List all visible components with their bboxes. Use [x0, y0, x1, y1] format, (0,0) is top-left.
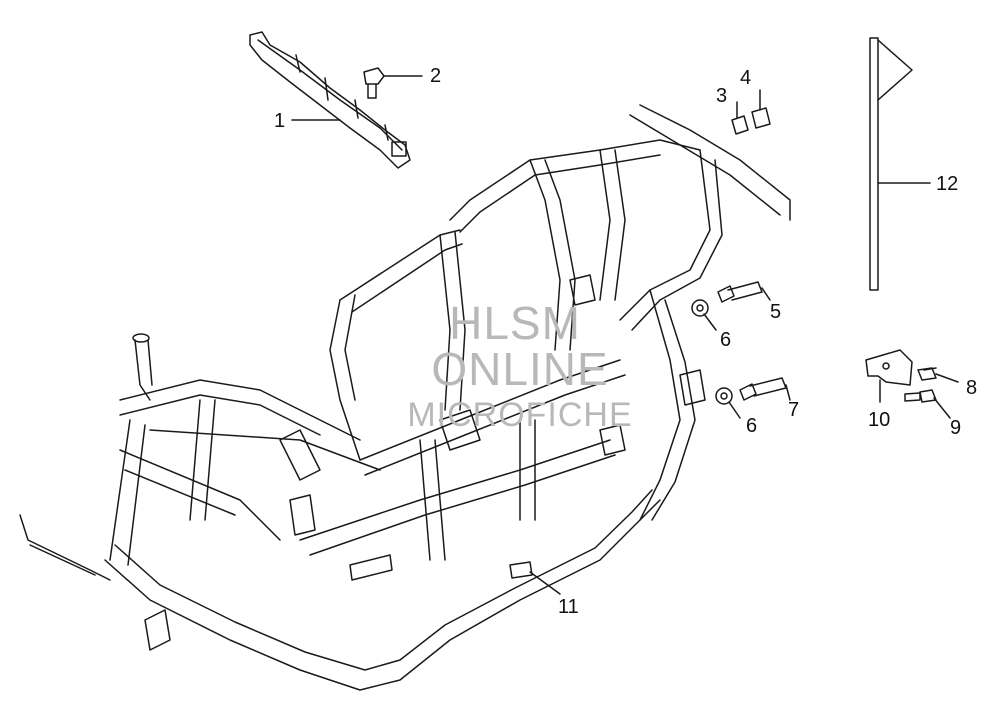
- part-5-bolt: [717, 281, 763, 303]
- part-3-bushing: [731, 115, 749, 135]
- callout-1: 1: [274, 110, 286, 132]
- part-11-main-frame: [19, 104, 791, 691]
- watermark-line-3: MICROFICHE: [407, 396, 633, 434]
- callout-3: 3: [716, 85, 728, 107]
- callout-11: 11: [558, 596, 579, 618]
- callout-8: 8: [966, 377, 978, 399]
- watermark-line-1: HLSM: [449, 297, 581, 349]
- part-7-bolt: [739, 377, 787, 401]
- part-4-bushing: [751, 107, 771, 129]
- callout-12: 12: [936, 173, 959, 195]
- watermark-line-2: ONLINE: [431, 343, 609, 395]
- part-6-nut-a: [691, 299, 709, 317]
- callout-2: 2: [430, 65, 442, 87]
- callout-7: 7: [788, 399, 800, 421]
- callout-6a: 6: [720, 329, 732, 351]
- part-10-bracket: [865, 349, 913, 386]
- part-8-bolt: [917, 367, 937, 381]
- part-12-whip-flag: [869, 37, 913, 291]
- part-1-rail-bracket: [249, 31, 411, 169]
- callout-5: 5: [770, 301, 782, 323]
- part-2-bolt: [363, 67, 385, 99]
- callout-6b: 6: [746, 415, 758, 437]
- leader-lines: [291, 75, 959, 595]
- callout-10: 10: [868, 409, 891, 431]
- part-6-nut-b: [715, 387, 733, 405]
- callout-9: 9: [950, 417, 962, 439]
- callout-4: 4: [740, 67, 752, 89]
- part-9-bolt: [904, 389, 937, 403]
